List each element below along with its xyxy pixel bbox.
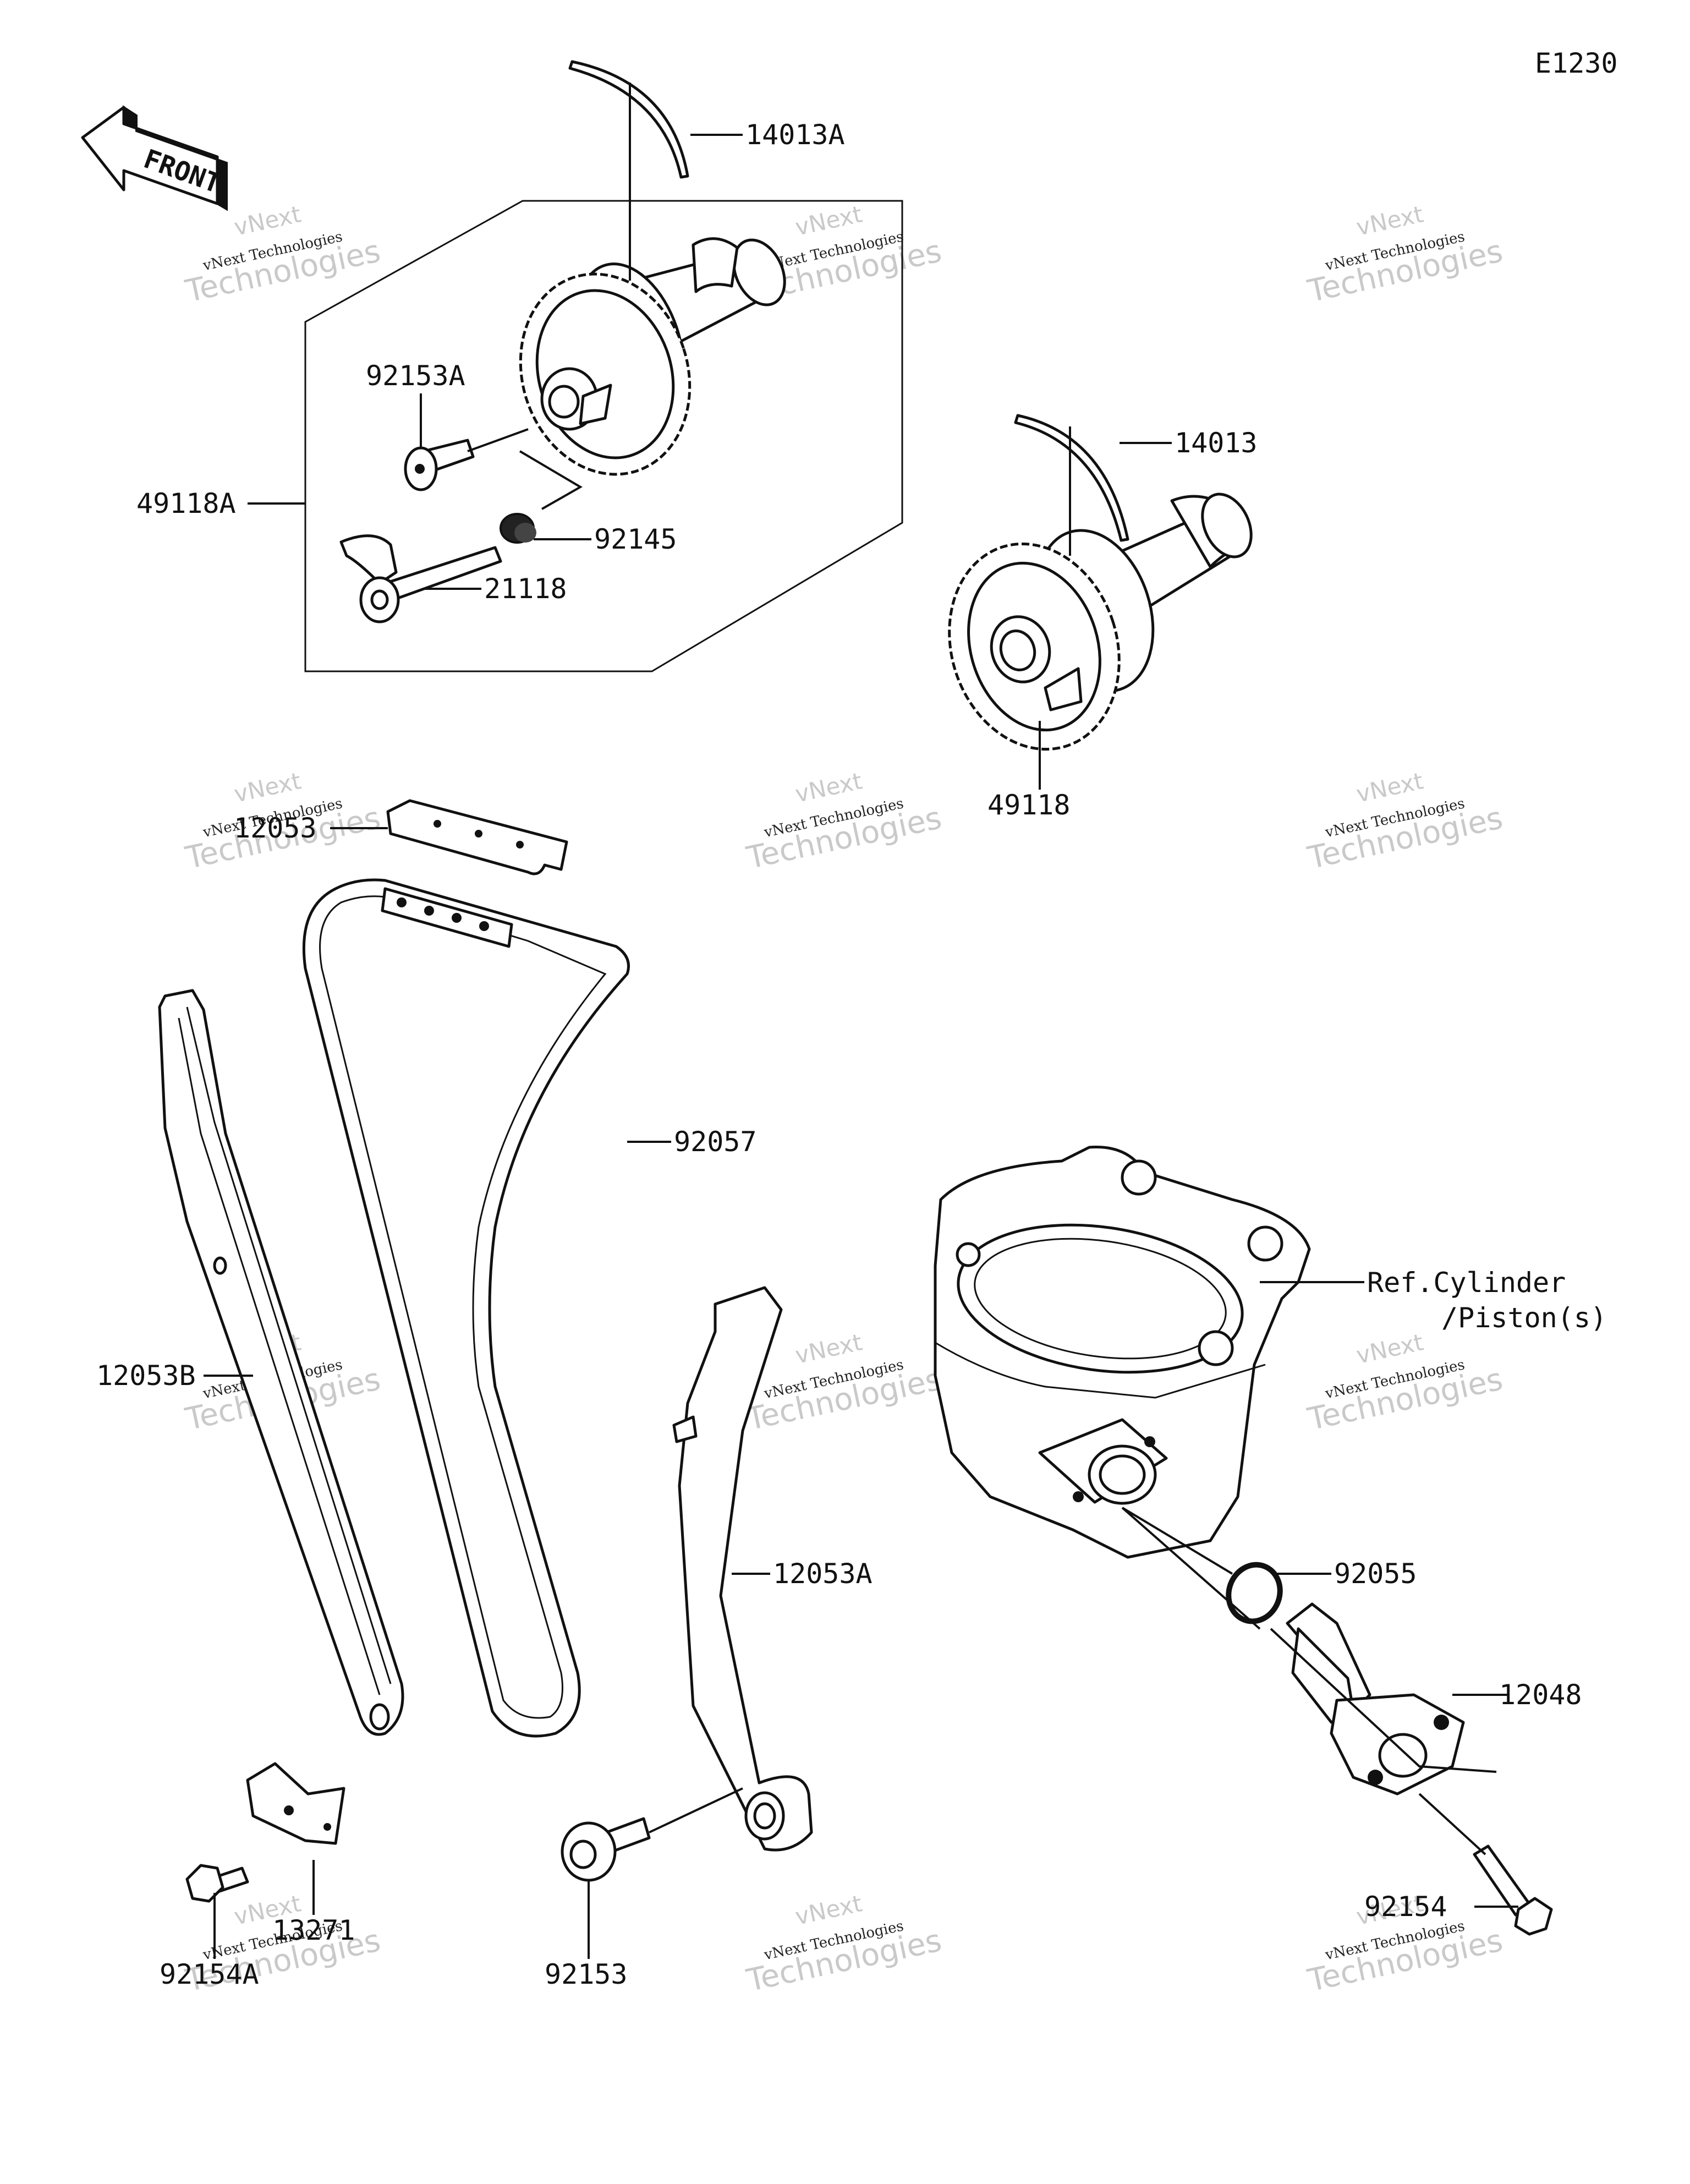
label-13271: 13271 <box>272 1914 355 1946</box>
watermark: vNext vNext Technologies Technologies <box>743 767 945 876</box>
part-14013-clip <box>1014 414 1129 542</box>
label-92145: 92145 <box>594 523 677 555</box>
part-49118a-camshaft <box>519 237 786 476</box>
label-12053: 12053 <box>234 812 317 844</box>
svg-text:vNext: vNext <box>232 767 303 807</box>
part-92057-cam-chain <box>302 878 630 1738</box>
label-12053a: 12053A <box>773 1558 873 1590</box>
label-ref-piston: /Piston(s) <box>1441 1302 1607 1334</box>
label-92057: 92057 <box>674 1126 757 1158</box>
part-12053-guide <box>386 799 568 875</box>
svg-text:vNext: vNext <box>1354 1328 1425 1369</box>
label-92055: 92055 <box>1334 1558 1417 1590</box>
svg-text:vNext: vNext <box>793 1890 864 1930</box>
part-92145-bushing <box>500 513 536 544</box>
watermark: vNext vNext Technologies Technologies <box>743 1890 945 1999</box>
part-92153-bolt <box>561 1817 651 1882</box>
label-49118a: 49118A <box>136 488 236 519</box>
label-14013a: 14013A <box>745 119 845 151</box>
label-49118: 49118 <box>987 789 1071 821</box>
label-12053b: 12053B <box>96 1360 196 1392</box>
assembly-box-49118a <box>304 200 903 672</box>
part-12048-tensioner <box>1286 1602 1465 1796</box>
svg-text:vNext: vNext <box>1354 767 1425 807</box>
part-12053a-guide <box>672 1286 813 1852</box>
part-92154a-bolt <box>185 1864 249 1903</box>
diagram-code: E1230 <box>1535 47 1618 79</box>
svg-text:vNext: vNext <box>232 200 303 240</box>
label-92154a: 92154A <box>160 1958 259 1990</box>
part-92154-bolt <box>1473 1844 1553 1936</box>
part-12053b-guide <box>158 989 404 1736</box>
part-92055-o-ring <box>1226 1562 1283 1624</box>
label-12048: 12048 <box>1499 1679 1582 1711</box>
part-21118-lever <box>339 534 502 623</box>
svg-text:vNext: vNext <box>1354 200 1425 240</box>
label-92154: 92154 <box>1364 1891 1447 1923</box>
front-arrow-icon: FRONT <box>81 105 228 211</box>
label-14013: 14013 <box>1175 427 1258 459</box>
svg-text:vNext: vNext <box>793 767 864 807</box>
reference-cylinder <box>934 1146 1311 1559</box>
watermark: vNext vNext Technologies Technologies <box>1304 767 1506 876</box>
watermark: vNext vNext Technologies Technologies <box>1304 200 1506 309</box>
part-92153a-bolt <box>404 439 475 491</box>
svg-text:vNext: vNext <box>793 1328 864 1369</box>
watermark: vNext vNext Technologies Technologies <box>182 200 383 309</box>
label-92153: 92153 <box>545 1958 628 1990</box>
label-21118: 21118 <box>484 573 567 605</box>
label-92153a: 92153A <box>366 360 465 392</box>
svg-text:vNext: vNext <box>793 200 864 240</box>
leader-lines <box>204 83 1518 1959</box>
part-49118-camshaft <box>948 492 1253 751</box>
part-13271-plate <box>246 1762 345 1845</box>
label-ref-cylinder: Ref.Cylinder <box>1367 1267 1566 1299</box>
